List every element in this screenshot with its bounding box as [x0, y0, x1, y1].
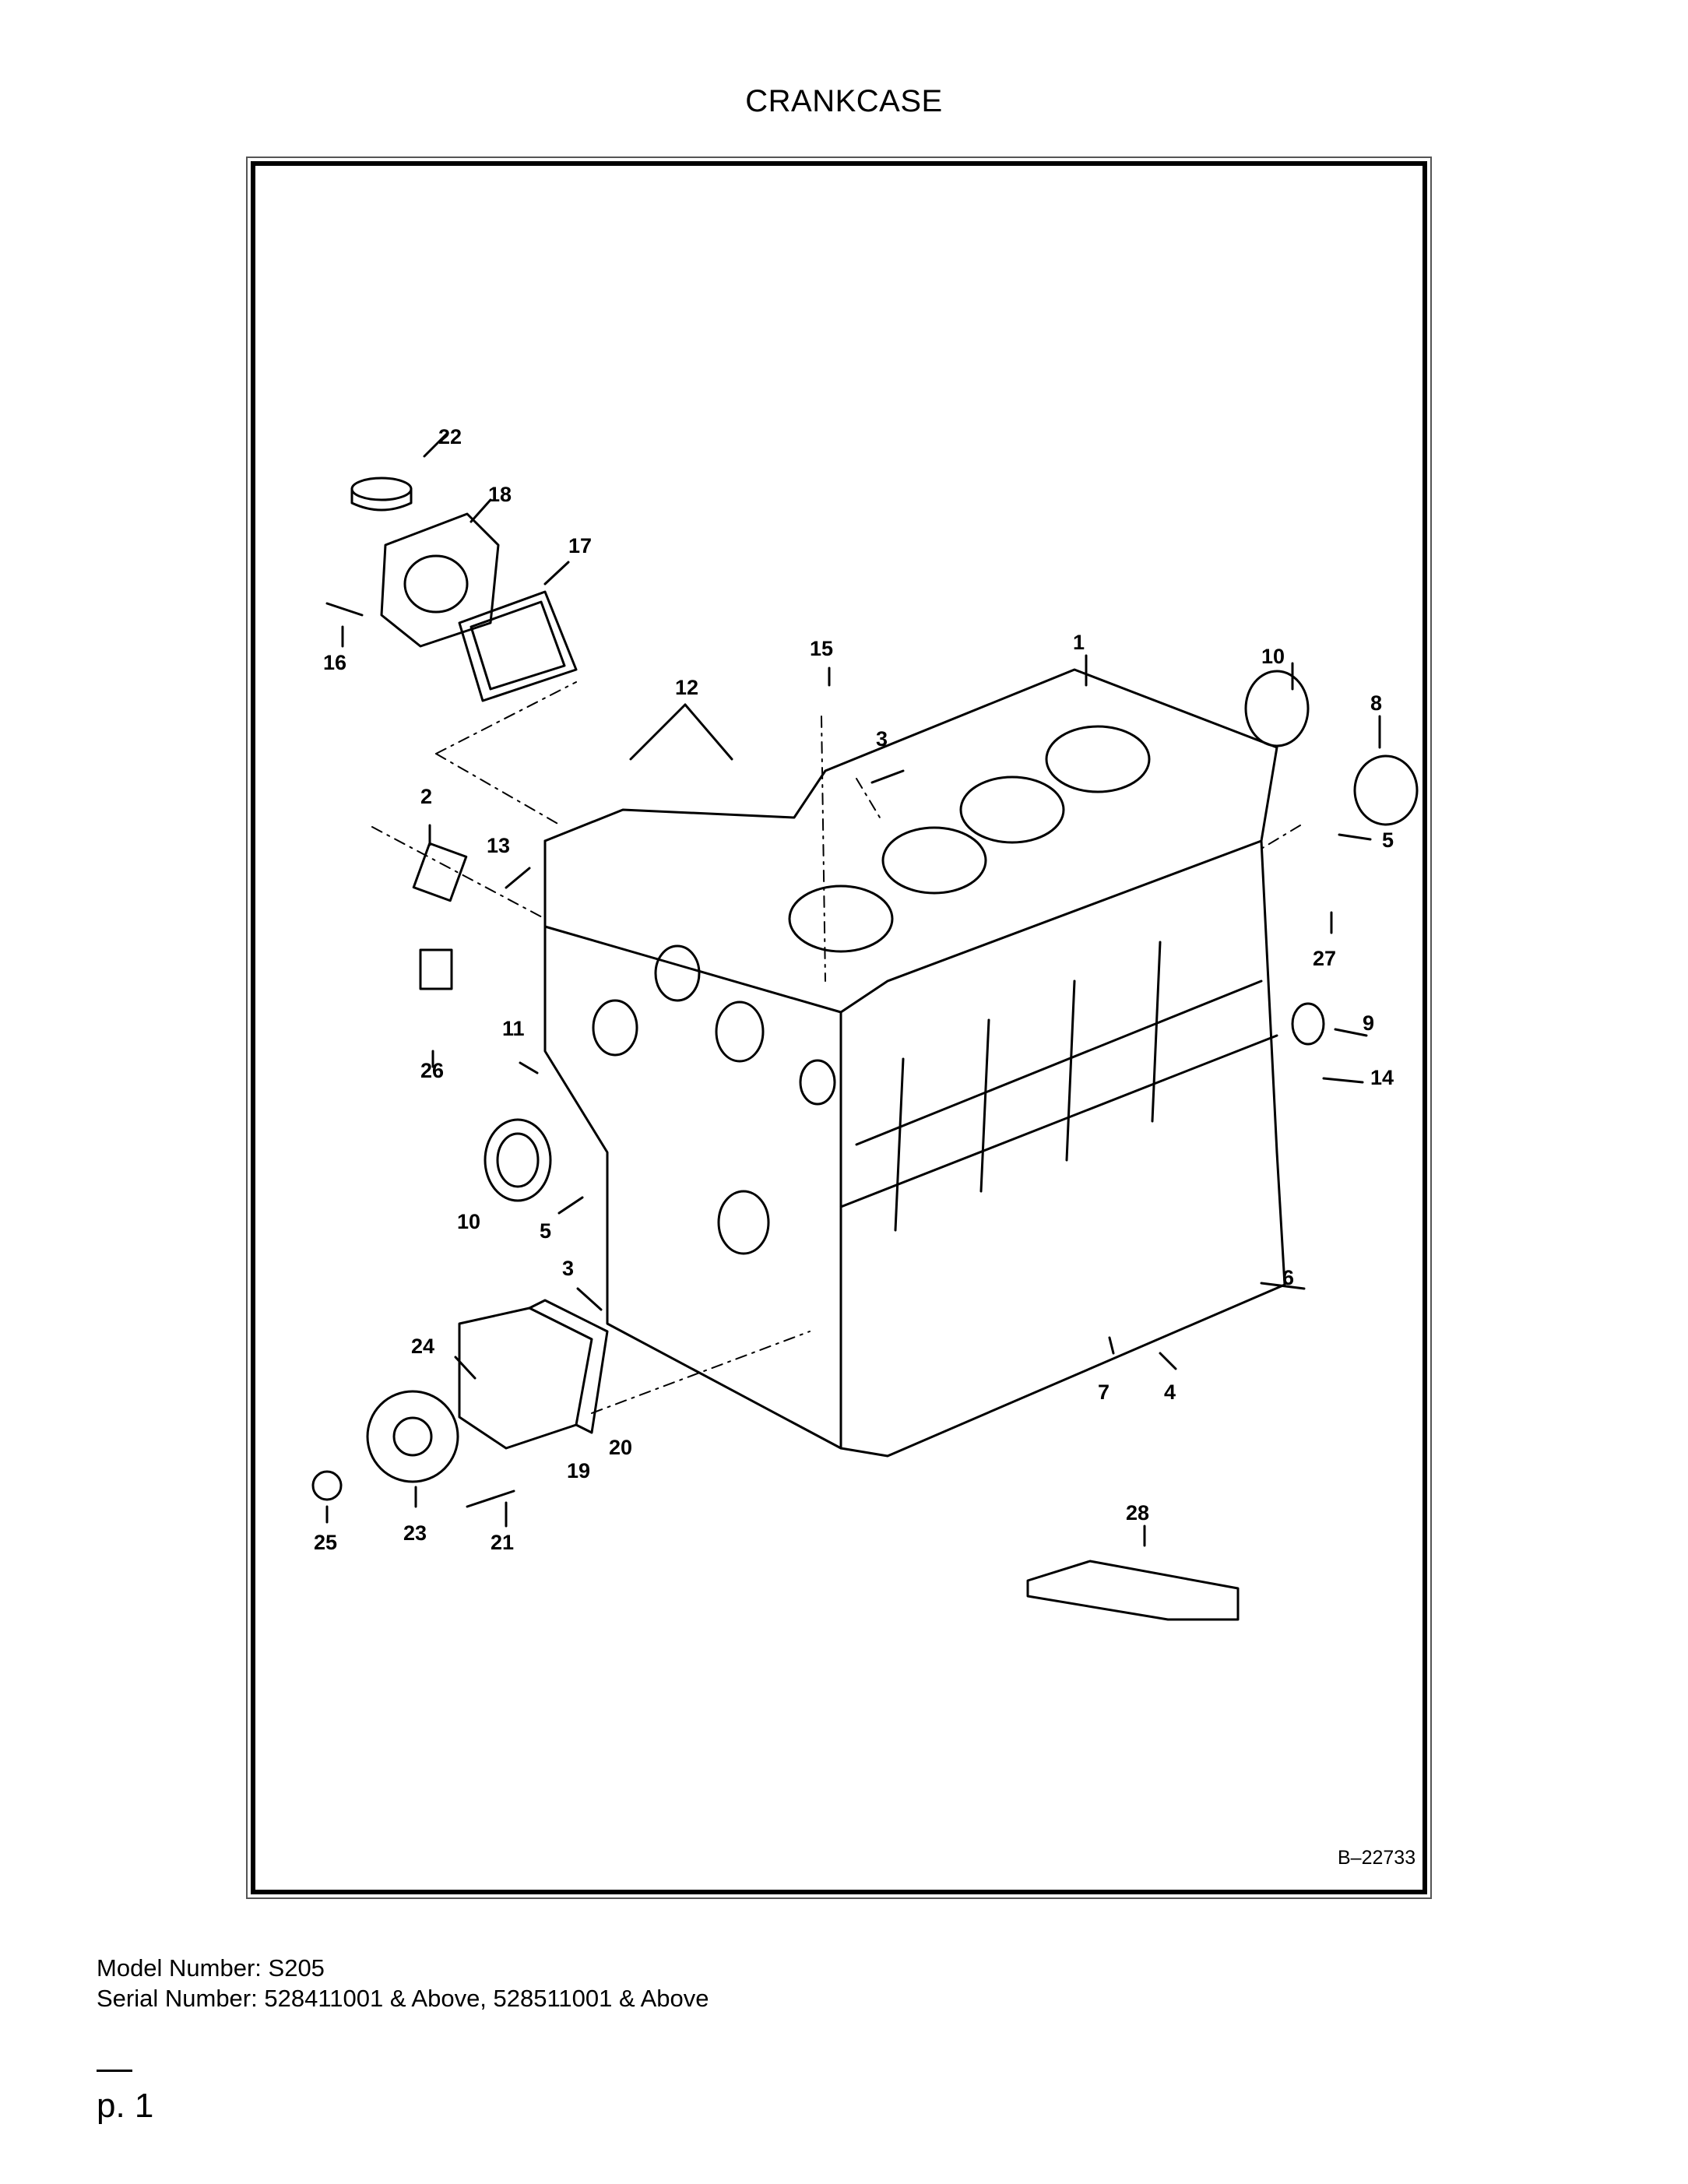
callout-4: 4 — [1164, 1380, 1176, 1404]
callout-19: 19 — [567, 1459, 590, 1482]
serial-number: Serial Number: 528411001 & Above, 528511… — [97, 1985, 709, 2012]
page-number: p. 1 — [97, 2087, 154, 2125]
cylinder-bore-1 — [788, 885, 894, 953]
footer-rule — [97, 2070, 132, 2072]
crankcase-side — [839, 839, 1286, 1458]
pump-gear — [366, 1390, 459, 1483]
callout-26: 26 — [420, 1059, 444, 1082]
callout-14: 14 — [1370, 1066, 1394, 1089]
figure-frame-outer — [246, 157, 1432, 1899]
figure-reference: B–22733 — [1338, 1847, 1416, 1869]
callout-12: 12 — [675, 676, 698, 699]
callout-8: 8 — [1370, 691, 1382, 715]
callout-21: 21 — [491, 1531, 514, 1554]
callout-3-front: 3 — [562, 1257, 574, 1280]
crankcase-front-face — [543, 839, 842, 1450]
callout-2: 2 — [420, 785, 432, 808]
model-number: Model Number: S205 — [97, 1954, 325, 1982]
seal-front — [484, 1118, 552, 1202]
callout-28: 28 — [1126, 1501, 1149, 1525]
gasket-sheet — [1026, 1560, 1240, 1621]
callout-17: 17 — [568, 534, 592, 557]
callout-6: 6 — [1282, 1266, 1294, 1289]
callout-5-right: 5 — [1382, 828, 1394, 852]
callout-23: 23 — [403, 1521, 427, 1545]
callout-1: 1 — [1073, 631, 1085, 654]
callout-25: 25 — [314, 1531, 337, 1554]
callout-11: 11 — [502, 1017, 525, 1040]
cylinder-bore-3 — [959, 775, 1065, 844]
callout-24: 24 — [411, 1335, 434, 1358]
callout-15: 15 — [810, 637, 833, 660]
page-title: CRANKCASE — [745, 84, 943, 118]
cylinder-bore-4 — [1045, 725, 1151, 793]
callout-9: 9 — [1363, 1011, 1374, 1035]
seal-rear — [1244, 670, 1310, 747]
callout-5-front: 5 — [540, 1219, 551, 1243]
callout-16: 16 — [323, 651, 346, 674]
crankcase-top-deck — [543, 668, 1278, 1014]
callout-27: 27 — [1313, 947, 1336, 970]
figure-frame — [251, 161, 1427, 1894]
callout-10-front: 10 — [457, 1210, 480, 1233]
callout-13: 13 — [487, 834, 510, 857]
callout-3-top: 3 — [876, 727, 888, 751]
callout-7: 7 — [1098, 1380, 1110, 1404]
callout-18: 18 — [488, 483, 512, 506]
callout-22: 22 — [438, 425, 462, 448]
callout-10-rear: 10 — [1261, 645, 1285, 668]
cylinder-bore-2 — [881, 826, 987, 895]
callout-20: 20 — [609, 1436, 632, 1459]
